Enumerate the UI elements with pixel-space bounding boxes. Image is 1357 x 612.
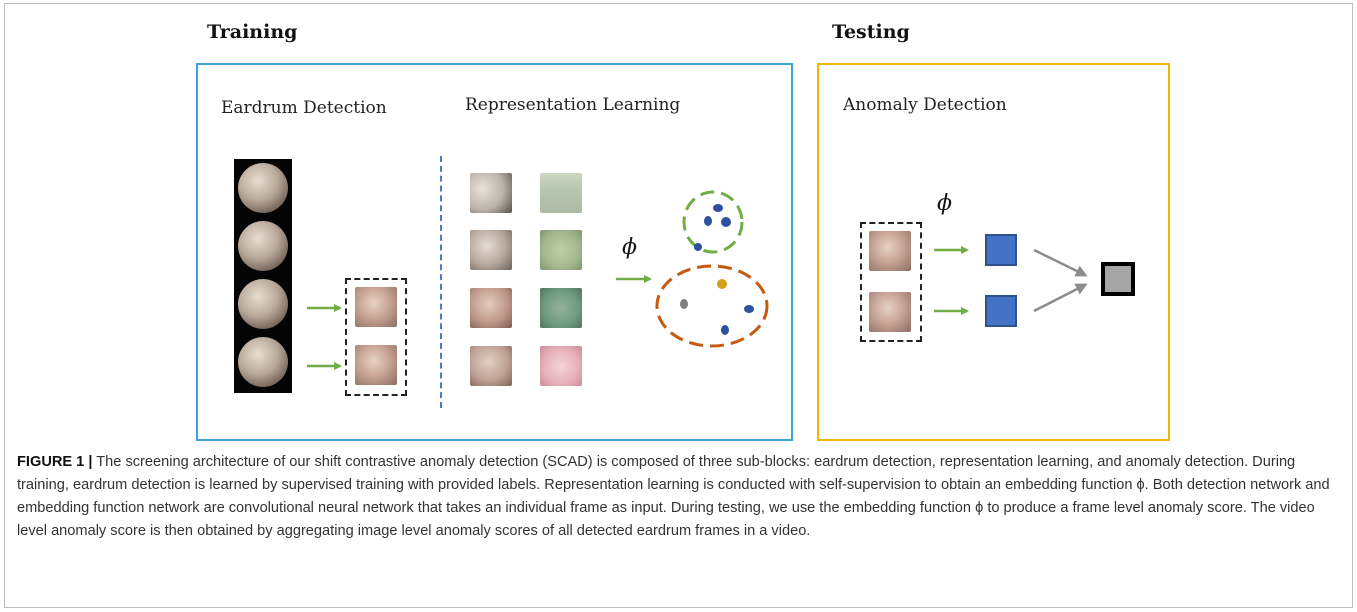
augmented-patch: [540, 173, 582, 213]
embedding-point: [721, 217, 731, 227]
representation-learning-title: Representation Learning: [465, 95, 681, 115]
detected-eardrum-crop: [355, 345, 397, 385]
detected-crops-box: [345, 278, 407, 396]
embedding-point: [704, 216, 712, 226]
normal-cluster: [682, 190, 744, 254]
anomaly-detection-title: Anomaly Detection: [843, 95, 1007, 115]
test-crops-box: [860, 222, 922, 342]
embedding-point: [680, 299, 688, 309]
caption-text: The screening architecture of our shift …: [17, 454, 1330, 539]
training-panel: [196, 63, 793, 441]
aggregate-arrow: [1033, 283, 1088, 313]
anomaly-cluster: [655, 264, 769, 348]
test-embedding-phi-label: ϕ: [937, 191, 952, 216]
test-eardrum-crop: [869, 292, 911, 332]
augmented-patch: [540, 346, 582, 386]
embedding-phi-label: ϕ: [622, 235, 637, 260]
augmented-patch: [540, 230, 582, 270]
figure-frame: [4, 3, 1353, 608]
embedding-point: [721, 325, 729, 335]
aggregate-arrow: [1033, 248, 1088, 277]
eardrum-frame: [238, 279, 288, 329]
training-patch: [470, 288, 512, 328]
embedding-point: [744, 305, 754, 313]
feature-vector-square: [985, 295, 1017, 327]
eardrum-frame-strip: [234, 159, 292, 393]
training-patch: [470, 230, 512, 270]
embedding-point: [694, 243, 702, 251]
training-patch: [470, 173, 512, 213]
test-eardrum-crop: [869, 231, 911, 271]
anomaly-score-square: [1101, 262, 1135, 296]
embedding-point: [717, 279, 727, 289]
embedding-point: [713, 204, 723, 212]
testing-title: Testing: [832, 21, 910, 43]
eardrum-detection-title: Eardrum Detection: [221, 98, 387, 118]
eardrum-frame: [238, 221, 288, 271]
feature-vector-square: [985, 234, 1017, 266]
eardrum-frame: [238, 337, 288, 387]
figure-caption: FIGURE 1 | The screening architecture of…: [17, 451, 1347, 543]
section-divider: [440, 156, 442, 408]
training-title: Training: [207, 21, 298, 43]
figure-label: FIGURE 1 |: [17, 454, 93, 470]
training-patch: [470, 346, 512, 386]
detected-eardrum-crop: [355, 287, 397, 327]
testing-panel: [817, 63, 1170, 441]
eardrum-frame: [238, 163, 288, 213]
augmented-patch: [540, 288, 582, 328]
